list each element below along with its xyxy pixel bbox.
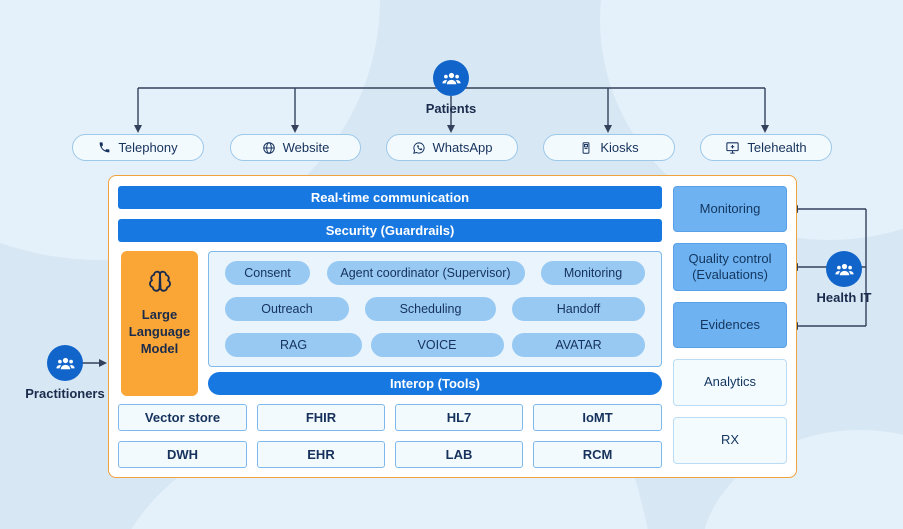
box-fhir: FHIR [257, 404, 385, 431]
agent-consent: Consent [225, 261, 310, 285]
security-guardrails-bar: Security (Guardrails) [118, 219, 662, 242]
box-rcm: RCM [533, 441, 662, 468]
agent-voice: VOICE [370, 333, 504, 357]
whatsapp-icon [412, 141, 425, 154]
box-ehr: EHR [257, 441, 385, 468]
channel-website: Website [230, 134, 361, 161]
patients-node [433, 60, 469, 96]
agent-row: Consent Agent coordinator (Supervisor) M… [225, 261, 645, 285]
agent-row: RAG VOICE AVATAR [225, 333, 645, 357]
agent-scheduling: Scheduling [365, 297, 496, 321]
globe-icon [262, 141, 275, 154]
agent-handoff: Handoff [512, 297, 645, 321]
people-icon [55, 357, 75, 369]
health-it-node [826, 251, 862, 287]
llm-label: Large Language Model [128, 307, 191, 356]
box-vector-store: Vector store [118, 404, 247, 431]
agent-coordinator: Agent coordinator (Supervisor) [326, 261, 525, 285]
box-rx: RX [673, 417, 787, 464]
practitioners-label: Practitioners [25, 386, 105, 401]
telehealth-icon [726, 142, 740, 154]
people-icon [834, 263, 854, 275]
channel-whatsapp: WhatsApp [386, 134, 518, 161]
kiosk-icon [582, 141, 590, 154]
agents-panel: Consent Agent coordinator (Supervisor) M… [208, 251, 662, 367]
people-icon [441, 72, 461, 84]
channel-label: WhatsApp [432, 140, 493, 155]
box-quality-control: Quality control (Evaluations) [673, 243, 787, 291]
agent-monitoring: Monitoring [541, 261, 645, 285]
patients-label: Patients [425, 101, 477, 116]
agent-row: Outreach Scheduling Handoff [225, 297, 645, 321]
box-hl7: HL7 [395, 404, 523, 431]
agent-outreach: Outreach [225, 297, 349, 321]
practitioners-arrow [82, 359, 107, 367]
channel-label: Kiosks [600, 140, 639, 155]
box-dwh: DWH [118, 441, 247, 468]
box-iomt: IoMT [533, 404, 662, 431]
channel-telehealth: Telehealth [700, 134, 832, 161]
channel-label: Website [282, 140, 330, 155]
agent-rag: RAG [225, 333, 362, 357]
agent-avatar: AVATAR [512, 333, 645, 357]
phone-icon [99, 142, 110, 153]
channel-label: Telephony [118, 140, 178, 155]
brain-icon [148, 270, 171, 292]
channel-label: Telehealth [747, 140, 807, 155]
channel-telephony: Telephony [72, 134, 204, 161]
practitioners-node [47, 345, 83, 381]
channel-kiosks: Kiosks [543, 134, 675, 161]
health-it-label: Health IT [816, 290, 872, 305]
box-lab: LAB [395, 441, 523, 468]
box-monitoring: Monitoring [673, 186, 787, 232]
interop-tools-bar: Interop (Tools) [208, 372, 662, 395]
llm-block: Large Language Model [121, 251, 198, 396]
realtime-communication-bar: Real-time communication [118, 186, 662, 209]
box-analytics: Analytics [673, 359, 787, 406]
box-evidences: Evidences [673, 302, 787, 348]
